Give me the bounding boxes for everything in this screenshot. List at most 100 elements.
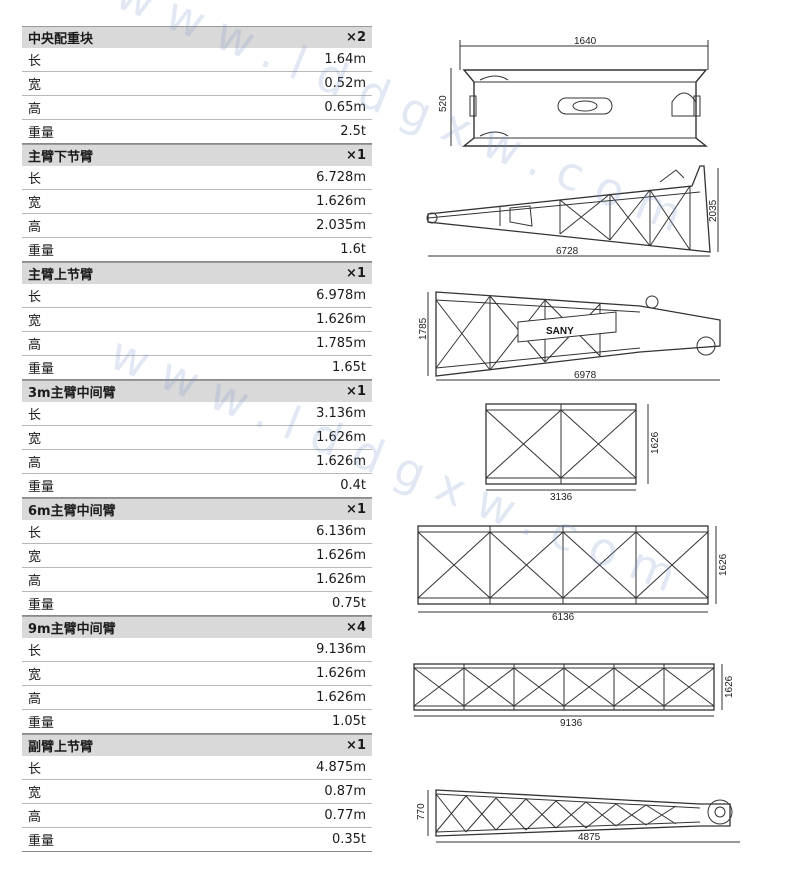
spec-value: 1.626m: [316, 548, 366, 563]
drawing-top-boom: SANY 6978 1785: [418, 291, 721, 381]
dimension-length: 1640: [574, 36, 597, 47]
section-header: 6m主臂中间臂 ×1: [22, 498, 372, 520]
section-title: 主臂上节臂: [28, 268, 94, 283]
spec-label: 重量: [28, 598, 55, 613]
spec-value: 6.978m: [316, 288, 366, 303]
dimension-height: 1626: [650, 431, 661, 454]
sany-logo: SANY: [546, 326, 574, 337]
spec-row: 长 4.875m: [22, 756, 372, 780]
spec-value: 0.87m: [324, 784, 366, 799]
spec-value: 1.785m: [316, 336, 366, 351]
section-qty: ×1: [346, 738, 366, 753]
spec-label: 高: [28, 220, 42, 235]
spec-value: 1.626m: [316, 666, 366, 681]
spec-value: 3.136m: [316, 406, 366, 421]
spec-row: 重量 1.65t: [22, 356, 372, 380]
spec-label: 高: [28, 692, 42, 707]
sany-logo-band: [517, 311, 617, 343]
spec-value: 1.6t: [340, 242, 366, 257]
boom-pivot: [426, 212, 438, 224]
spec-label: 长: [28, 408, 42, 423]
spec-value: 1.05t: [331, 714, 366, 729]
lifting-slot: [557, 97, 613, 115]
spec-value: 9.136m: [316, 642, 366, 657]
spec-row: 长 6.978m: [22, 284, 372, 308]
section-header: 副臂上节臂 ×1: [22, 734, 372, 756]
drawing-base-boom: 6728 2035: [426, 165, 719, 257]
section-header: 中央配重块 ×2: [22, 26, 372, 48]
spec-label: 高: [28, 102, 42, 117]
section-title: 6m主臂中间臂: [28, 504, 116, 519]
spec-row: 高 1.626m: [22, 686, 372, 710]
spec-value: 0.65m: [324, 100, 366, 115]
dimension-length: 9136: [560, 718, 583, 729]
section-header: 3m主臂中间臂 ×1: [22, 380, 372, 402]
section-title: 主臂下节臂: [28, 150, 94, 165]
section-title: 3m主臂中间臂: [28, 386, 116, 401]
spec-label: 宽: [28, 550, 42, 565]
spec-label: 高: [28, 338, 42, 353]
spec-value: 0.52m: [324, 76, 366, 91]
drawing-counterweight: 1640 520: [438, 36, 709, 147]
spec-label: 宽: [28, 432, 42, 447]
spec-label: 重量: [28, 362, 55, 377]
spec-label: 长: [28, 644, 42, 659]
spec-value: 6.728m: [316, 170, 366, 185]
section-title: 中央配重块: [28, 32, 94, 47]
dimension-length: 6728: [556, 246, 579, 257]
drawing-3m-insert: 3136 1626: [485, 403, 661, 503]
jib-head-sheave: [707, 799, 733, 825]
spec-value: 1.626m: [316, 430, 366, 445]
spec-value: 2.5t: [340, 124, 366, 139]
spec-value: 1.626m: [316, 312, 366, 327]
spec-value: 4.875m: [316, 760, 366, 775]
spec-row: 高 1.785m: [22, 332, 372, 356]
spec-label: 重量: [28, 126, 55, 141]
spec-row: 宽 1.626m: [22, 308, 372, 332]
drawing-9m-insert: 9136 1626: [413, 663, 735, 729]
spec-value: 1.65t: [331, 360, 366, 375]
spec-label: 宽: [28, 314, 42, 329]
section-header: 9m主臂中间臂 ×4: [22, 616, 372, 638]
base-boom-outline: [427, 165, 711, 253]
spec-label: 长: [28, 172, 42, 187]
spec-row: 长 6.136m: [22, 520, 372, 544]
spec-value: 1.626m: [316, 690, 366, 705]
spec-value: 6.136m: [316, 524, 366, 539]
spec-value: 0.4t: [340, 478, 366, 493]
spec-row: 宽 1.626m: [22, 426, 372, 450]
drawing-6m-insert: 6136 1626: [417, 525, 729, 623]
spec-label: 高: [28, 574, 42, 589]
dimension-height: 1626: [724, 675, 735, 698]
spec-label: 重量: [28, 834, 55, 849]
spec-row: 重量 2.5t: [22, 120, 372, 144]
dimension-height: 770: [416, 803, 427, 820]
section-qty: ×1: [346, 502, 366, 517]
dimension-height: 2035: [708, 199, 719, 222]
spec-label: 高: [28, 810, 42, 825]
counterweight-outline: [462, 69, 708, 147]
spec-label: 长: [28, 526, 42, 541]
dimension-height: 1785: [418, 317, 429, 340]
spec-value: 0.75t: [331, 596, 366, 611]
section-title: 副臂上节臂: [28, 740, 94, 755]
section-qty: ×1: [346, 148, 366, 163]
dimension-length: 6978: [574, 370, 597, 381]
spec-label: 长: [28, 290, 42, 305]
spec-label: 长: [28, 762, 42, 777]
spec-label: 重量: [28, 244, 55, 259]
